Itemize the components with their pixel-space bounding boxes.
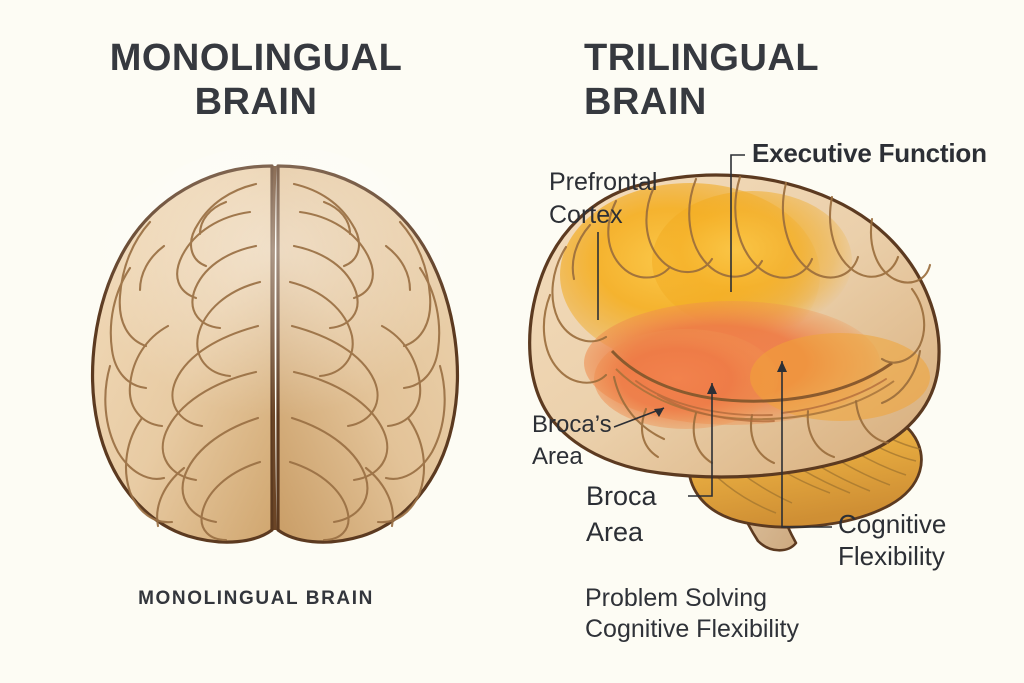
annotation-cognitive-flexibility: Cognitive Flexibility — [838, 509, 947, 571]
trilingual-brain-lateral-view-illustration — [528, 173, 941, 552]
caption-trilingual-functions: Problem Solving Cognitive Flexibility — [585, 584, 799, 643]
panel-title-monolingual: MONOLINGUAL BRAIN — [109, 37, 403, 123]
annotation-prefrontal-cortex: Prefrontal Cortex — [549, 168, 658, 229]
annotation-executive-function: Executive Function — [752, 138, 987, 168]
caption-monolingual-brain: MONOLINGUAL BRAIN — [138, 588, 374, 609]
annotation-broca-area: Broca Area — [586, 481, 657, 547]
annotation-brocas-area: Broca’s Area — [532, 411, 612, 470]
panel-title-trilingual: TRILINGUAL BRAIN — [584, 37, 820, 123]
monolingual-brain-top-view-illustration — [85, 150, 465, 544]
